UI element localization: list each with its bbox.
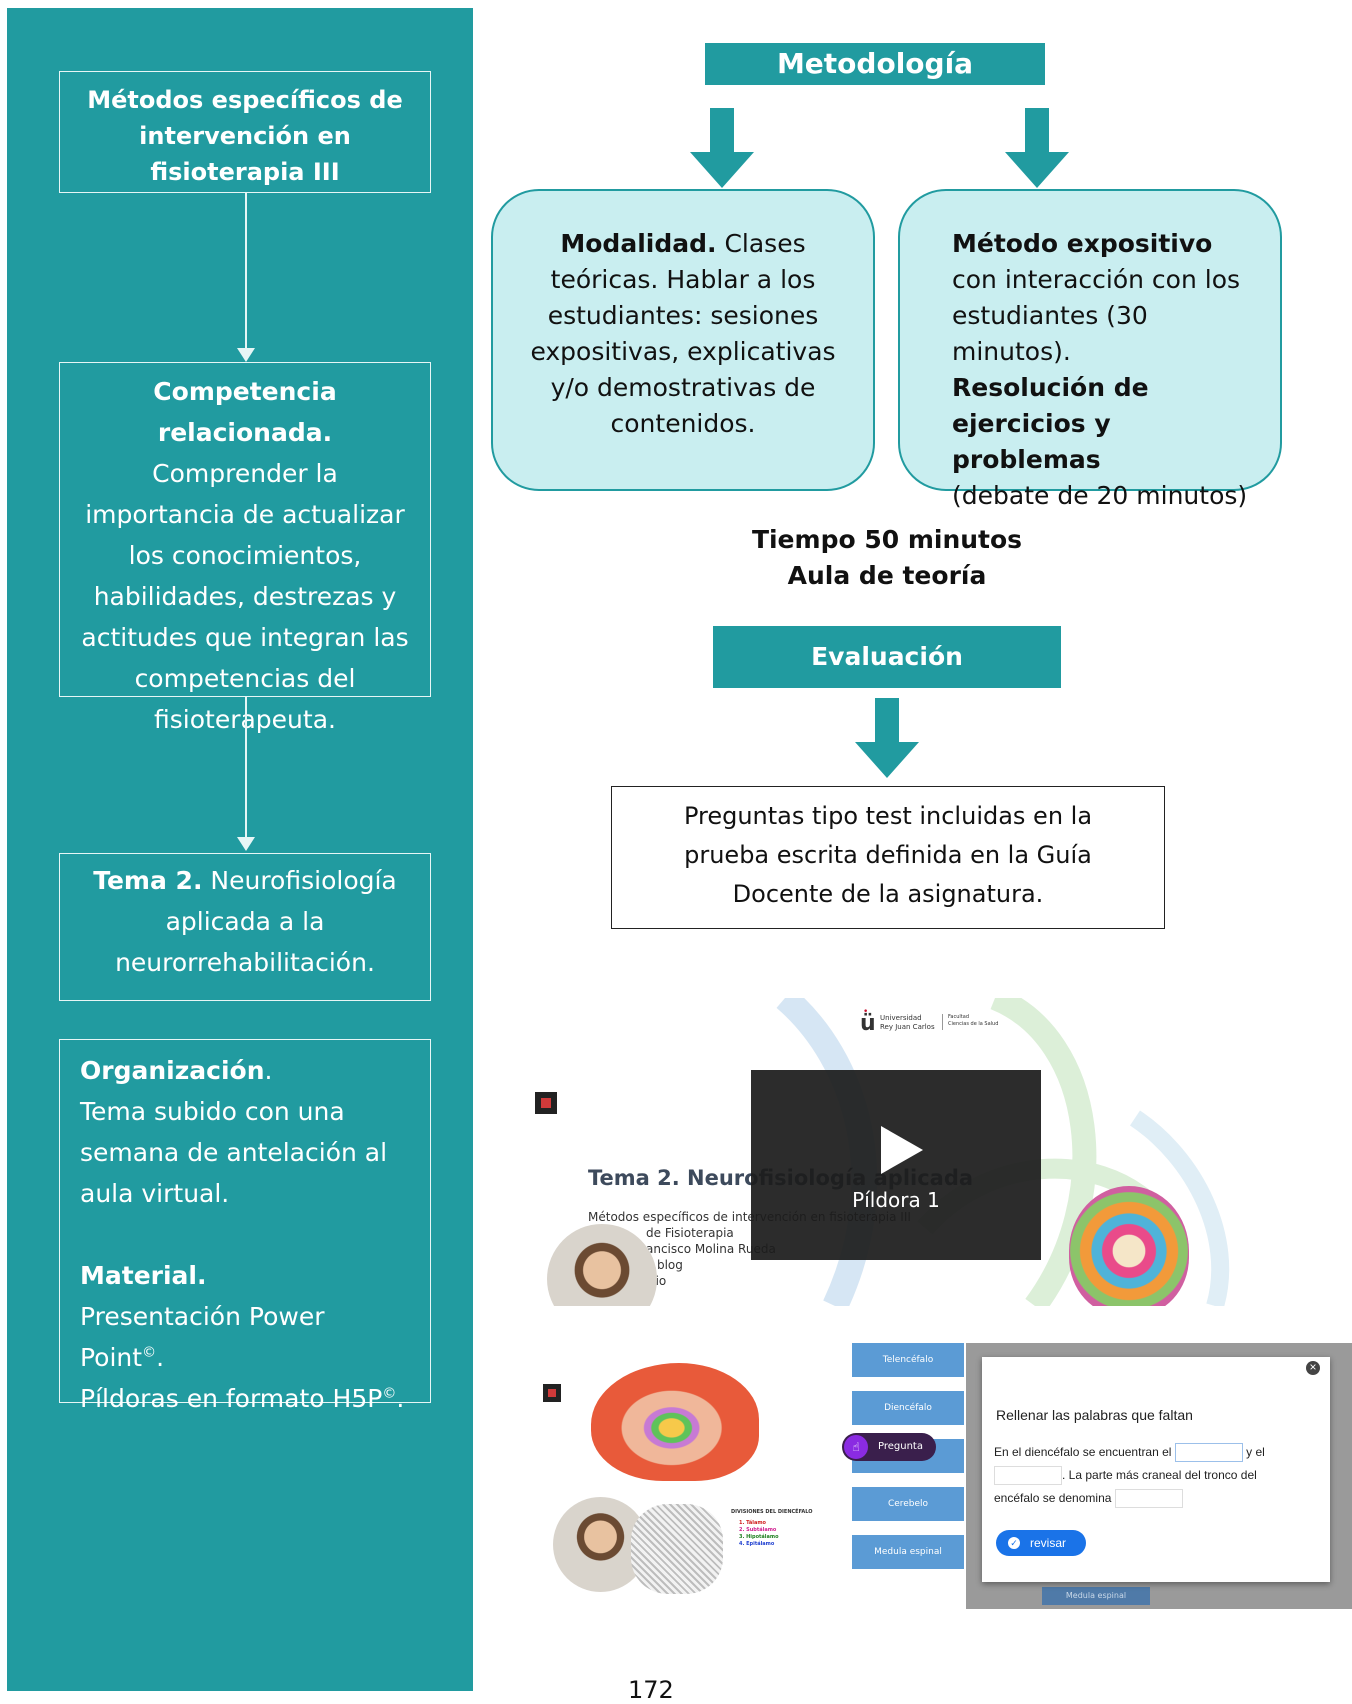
metodo-text: con interacción con los estudiantes (30 … [952,265,1241,366]
dialog-body: En el diencéfalo se encuentran el y el .… [994,1441,1324,1510]
tema-box: Tema 2. Neurofisiología aplicada a la ne… [59,853,431,1001]
menu-button-medula[interactable]: Medula espinal [852,1535,964,1569]
univ-line1: Universidad [880,1014,922,1022]
h5p-brain-thumbnail[interactable]: DIVISIONES DEL DIENCÉFALO 1. Tálamo 2. S… [543,1339,813,1597]
menu-button-telencefalo[interactable]: Telencéfalo [852,1343,964,1377]
competencia-text: Comprender la importancia de actualizar … [81,459,409,734]
metodo-box: Método expositivo con interacción con lo… [898,189,1282,510]
tema-text: Neurofisiología aplicada a la neurorreha… [115,866,397,977]
fill-blanks-dialog: × Rellenar las palabras que faltan En el… [982,1357,1330,1582]
cerebellum-illustration [631,1504,723,1594]
metodo-label: Método expositivo [952,229,1213,258]
tiempo-line2: Aula de teoría [787,561,987,590]
resolucion-label: Resolución de ejercicios y problemas [952,373,1149,474]
blank-input-2[interactable] [994,1466,1062,1486]
blank-input-1[interactable] [1174,1443,1243,1463]
evaluacion-box: Preguntas tipo test incluidas en la prue… [611,786,1165,929]
down-arrow-icon [1005,108,1069,188]
flow-arrowhead [237,837,255,851]
record-indicator [543,1384,561,1402]
dialog-title: Rellenar las palabras que faltan [996,1407,1193,1423]
menu-button-cerebelo[interactable]: Cerebelo [852,1487,964,1521]
pregunta-button[interactable]: ☝ Pregunta [842,1433,936,1461]
organizacion-box: Organización. Tema subido con una semana… [59,1039,431,1413]
evaluacion-text: Preguntas tipo test incluidas en la prue… [683,802,1093,908]
modalidad-text: Clases teóricas. Hablar a los estudiante… [530,229,836,438]
menu-button-diencefalo[interactable]: Diencéfalo [852,1391,964,1425]
material-line2: Píldoras en formato H5P [80,1384,383,1413]
presenter-avatar [547,1224,657,1306]
revisar-button[interactable]: ✓ revisar [996,1530,1086,1556]
organizacion-text: Tema subido con una semana de antelación… [80,1097,388,1208]
organizacion-label: Organización [80,1056,265,1085]
material-line1: Presentación Power Point [80,1302,325,1372]
bg-block: Medula espinal [1042,1587,1150,1605]
flow-connector [245,697,247,837]
fac-line1: Facultad [948,1014,969,1020]
blank-input-3[interactable] [1114,1489,1183,1509]
down-arrow-icon [855,698,919,778]
down-arrow-icon [690,108,754,188]
record-indicator [535,1092,557,1114]
brain-illustration [1069,1186,1189,1306]
evaluacion-title: Evaluación [811,642,963,671]
competencia-label: Competencia relacionada. [153,377,337,447]
hand-pointer-icon: ☝ [844,1435,868,1459]
h5p-quiz-thumbnail[interactable]: Telencéfalo Diencéfalo ☝ Pregunta Cerebe… [842,1339,1352,1609]
close-icon[interactable]: × [1306,1361,1320,1375]
evaluacion-header: Evaluación [713,626,1061,688]
tiempo-block: Tiempo 50 minutos Aula de teoría [700,522,1074,594]
tiempo-line1: Tiempo 50 minutos [751,525,1023,554]
video-play-overlay[interactable]: Píldora 1 [751,1070,1041,1260]
play-label: Píldora 1 [852,1188,940,1212]
play-icon[interactable] [869,1120,929,1180]
check-circle-icon: ✓ [1008,1537,1020,1549]
course-title-box: Métodos específicos de intervención en f… [59,71,431,193]
tema-label: Tema 2. [93,866,203,895]
copyright-mark: © [142,1344,157,1361]
video-thumbnail[interactable]: ü • Universidad Rey Juan Carlos Facultad… [535,998,1259,1306]
flow-connector [245,193,247,348]
brain-section-illustration [591,1363,759,1481]
copyright-mark: © [382,1385,397,1402]
modalidad-box: Modalidad. Clases teóricas. Hablar a los… [491,189,875,491]
univ-line2: Rey Juan Carlos [880,1023,935,1031]
divisiones-list: DIVISIONES DEL DIENCÉFALO 1. Tálamo 2. S… [731,1509,813,1547]
metodologia-header: Metodología [705,43,1045,85]
page-number: 172 [628,1676,674,1704]
sidebar-panel: Métodos específicos de intervención en f… [7,8,473,1691]
modalidad-label: Modalidad. [560,229,717,258]
material-label: Material. [80,1261,207,1290]
course-title: Métodos específicos de intervención en f… [87,86,403,186]
competencia-box: Competencia relacionada. Comprender la i… [59,362,431,734]
fac-line2: Ciencias de la Salud [948,1021,999,1027]
flow-arrowhead [237,348,255,362]
metodologia-title: Metodología [776,47,974,80]
resolucion-text: (debate de 20 minutos) [952,481,1248,510]
